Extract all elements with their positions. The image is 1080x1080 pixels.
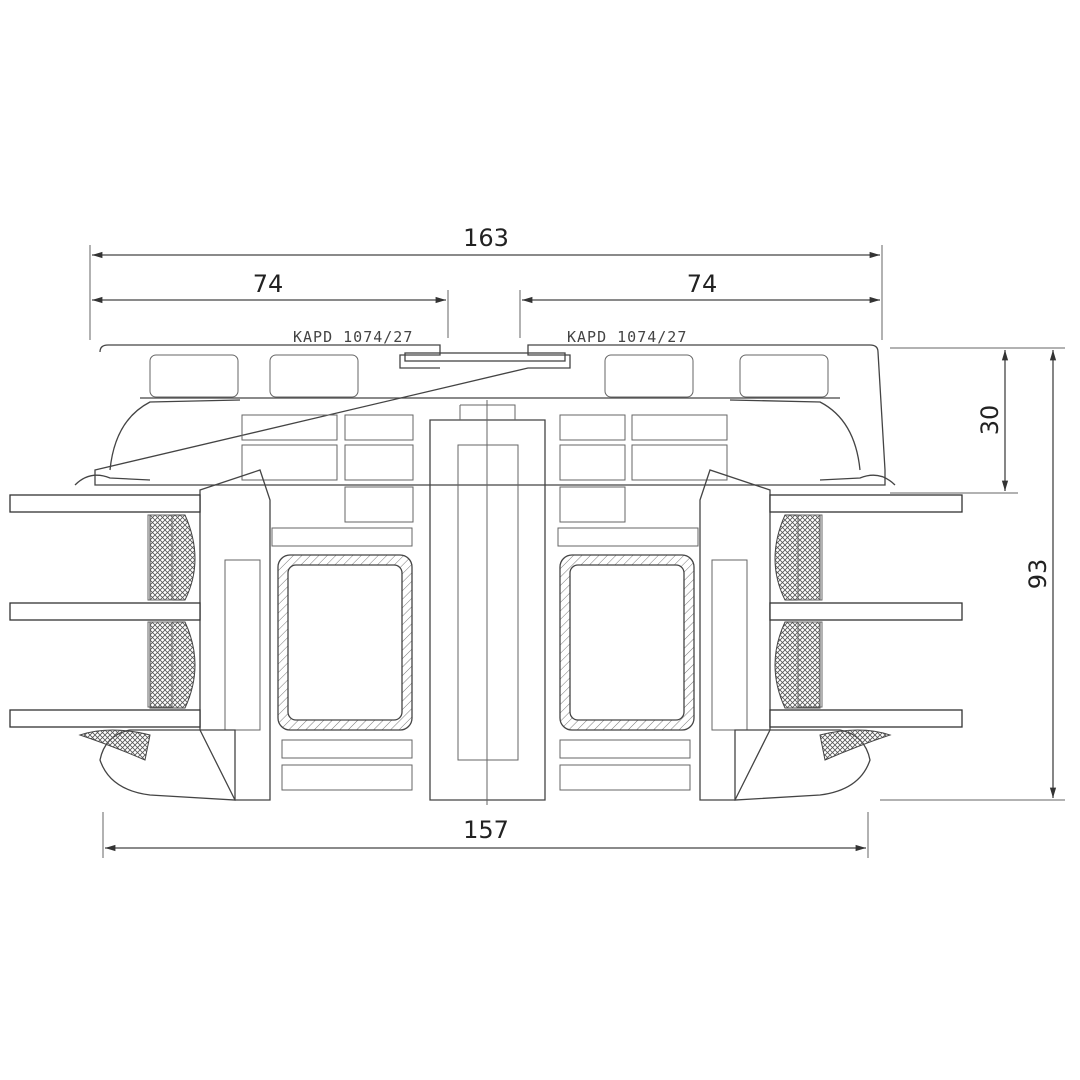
- profile-label-right: KAPD 1074/27: [567, 328, 687, 346]
- profile-label-left: KAPD 1074/27: [293, 328, 413, 346]
- dim-overall-width: 163: [463, 224, 509, 252]
- glazing: [9, 494, 963, 728]
- dim-cover-height: 30: [976, 405, 1004, 436]
- dim-right-sash-width: 74: [687, 270, 718, 298]
- top-cover-profile: [74, 344, 896, 486]
- dim-bottom-width: 157: [463, 816, 509, 844]
- profile-chambers: [224, 414, 748, 791]
- central-mullion: [429, 400, 546, 805]
- steel-reinforcement: [277, 554, 695, 731]
- dim-left-sash-width: 74: [253, 270, 284, 298]
- gaskets: [78, 514, 892, 761]
- dimension-lines: [89, 245, 1065, 858]
- dim-overall-depth: 93: [1024, 559, 1052, 590]
- sash-frames: [99, 469, 871, 801]
